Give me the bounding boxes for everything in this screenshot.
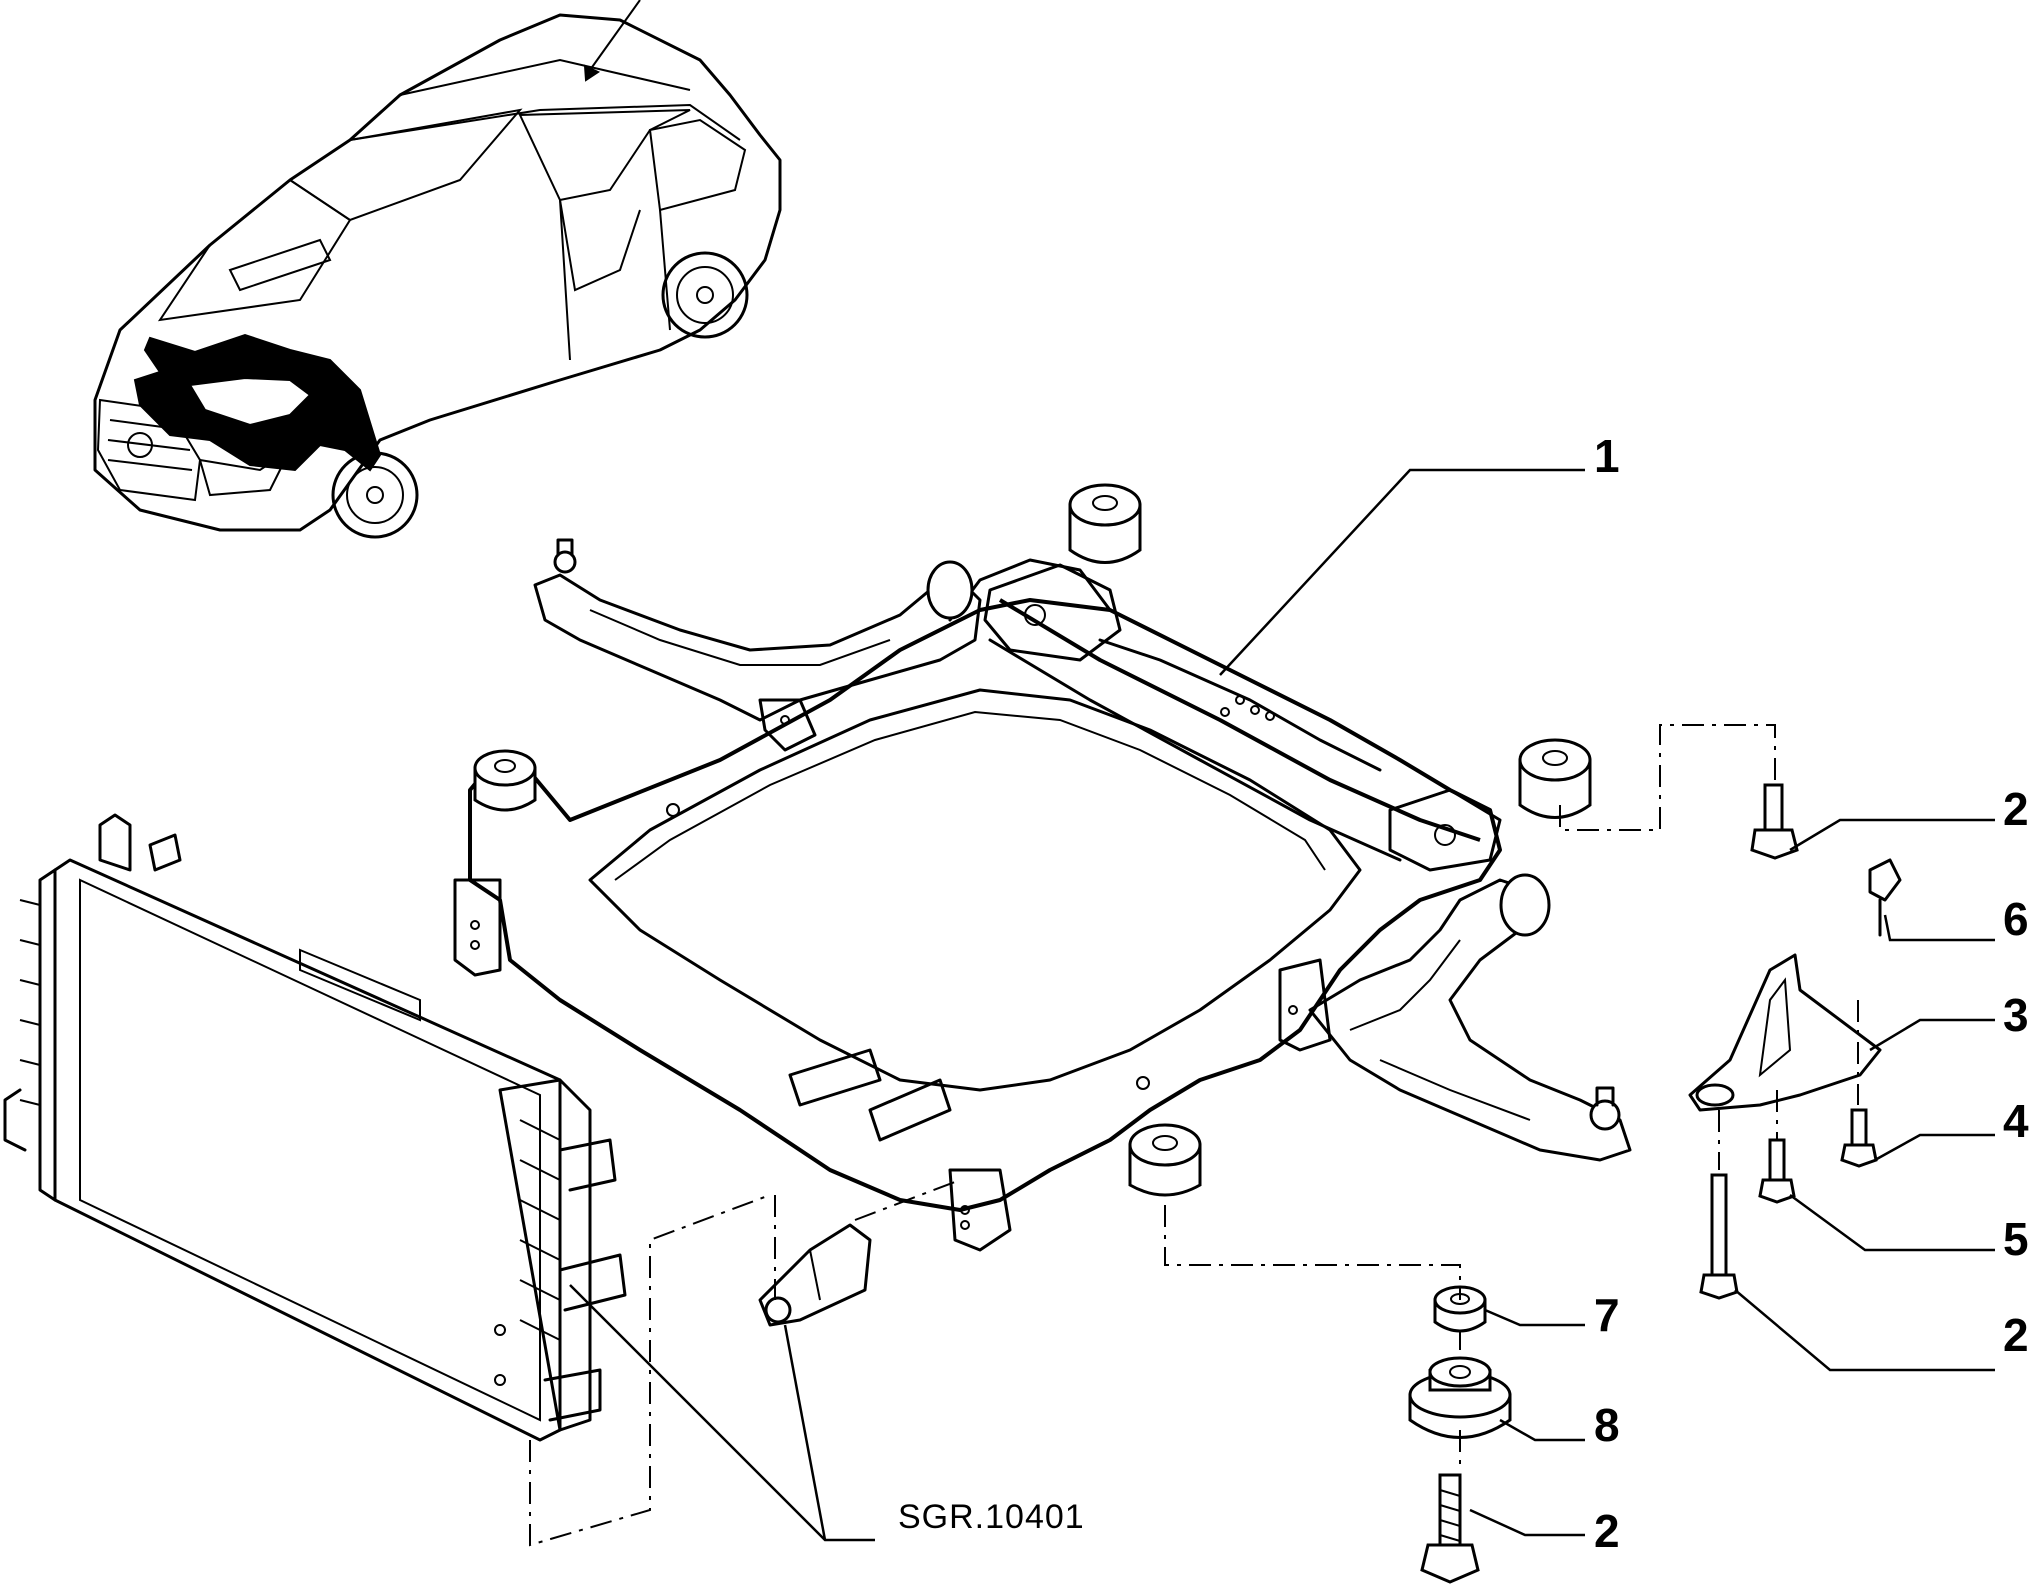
bolt-top-right [1750,783,1799,860]
radiator [3,813,627,1442]
callout-2-middle: 2 [2003,1309,2029,1361]
mount-front-right [1128,1123,1202,1197]
callout-7: 7 [1594,1289,1620,1341]
callout-2-bottom: 2 [1594,1505,1620,1557]
air-deflector-bracket [758,1223,872,1327]
callout-5: 5 [2003,1213,2029,1265]
control-arm-left [533,538,982,722]
reference-code: SGR.10401 [898,1498,1085,1536]
subframe-highlight-silhouette [133,333,382,472]
callout-1: 1 [1594,430,1620,482]
bushing-cap [1408,1356,1512,1439]
mount-rear-left [1068,483,1142,564]
mount-front-left [473,749,537,812]
clip [1868,858,1902,937]
leader-lines [569,468,1995,1542]
assembly-dash-lines [529,724,1859,1547]
callout-2-top: 2 [2003,783,2029,835]
bolt-bottom [1420,1473,1480,1584]
callout-8: 8 [1594,1399,1620,1451]
front-subframe [453,483,1592,1252]
triangular-bracket [1688,953,1882,1112]
control-arm-right [1308,873,1632,1162]
bolt-medium [1758,1138,1796,1204]
mount-rear-right [1518,738,1592,819]
bolt-long [1699,1173,1739,1300]
callout-3: 3 [2003,989,2029,1041]
callout-4: 4 [2003,1095,2029,1147]
bolt-short [1840,1108,1878,1168]
callout-6: 6 [2003,893,2029,945]
car-locator-illustration [93,0,782,539]
